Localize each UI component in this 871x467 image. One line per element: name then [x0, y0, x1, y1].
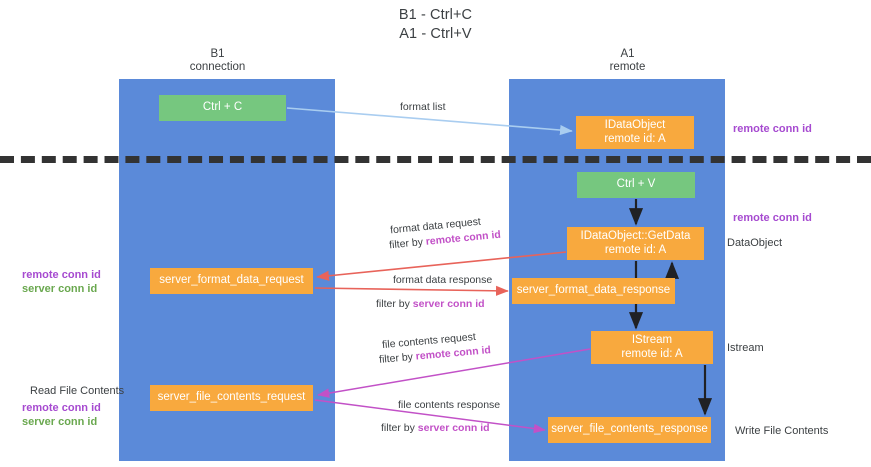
column-header-a1-name: A1	[620, 48, 635, 60]
node-format-data-response-label: server_format_data_response	[516, 284, 671, 297]
column-header-b1-name: B1	[210, 48, 225, 60]
node-idataobject-sub: remote id: A	[604, 132, 666, 145]
node-server-format-data-request[interactable]: server_format_data_request	[150, 268, 313, 294]
node-idataobject-getdata[interactable]: IDataObject::GetData remote id: A	[567, 227, 704, 260]
node-ctrl-v-label: Ctrl + V	[616, 178, 656, 191]
node-getdata-label: IDataObject::GetData	[580, 230, 691, 242]
edge-label-file-contents-response: file contents response	[398, 399, 501, 411]
annotation-left-read-file-contents: Read File Contents	[30, 385, 125, 397]
node-server-format-data-response[interactable]: server_format_data_response	[512, 278, 675, 304]
node-istream-sub: remote id: A	[621, 347, 683, 360]
edge-label-format-list: format list	[400, 101, 446, 113]
column-header-a1-sub: remote	[609, 61, 646, 73]
annotation-right-remote-conn-id-mid: remote conn id	[733, 212, 812, 224]
annotation-right-dataobject: DataObject	[727, 237, 783, 249]
annotation-left-remote-conn-id-bottom: remote conn id	[22, 402, 101, 414]
column-header-a1: A1 remote	[565, 48, 690, 74]
node-file-contents-request-label: server_file_contents_request	[157, 391, 306, 404]
annotation-left-conn-ids-mid: remote conn id server conn id	[22, 268, 101, 296]
title-line-2: A1 - Ctrl+V	[399, 26, 472, 42]
node-istream[interactable]: IStream remote id: A	[591, 331, 713, 364]
column-header-b1: B1 connection	[155, 48, 280, 74]
node-idataobject-label: IDataObject	[604, 119, 666, 131]
node-server-file-contents-request[interactable]: server_file_contents_request	[150, 385, 313, 411]
annotation-left-server-conn-id-bottom: server conn id	[22, 416, 98, 428]
annotation-left-remote-conn-id-mid: remote conn id	[22, 269, 101, 281]
filter-prefix: filter by	[381, 422, 418, 434]
column-header-b1-sub: connection	[189, 61, 246, 73]
node-idataobject[interactable]: IDataObject remote id: A	[576, 116, 694, 149]
annotation-right-istream: Istream	[727, 342, 764, 354]
filter-prefix: filter by	[376, 298, 413, 310]
node-server-file-contents-response[interactable]: server_file_contents_response	[548, 417, 711, 443]
phase-divider	[0, 156, 871, 163]
node-ctrl-v[interactable]: Ctrl + V	[577, 172, 695, 198]
title-line-1: B1 - Ctrl+C	[398, 7, 473, 23]
filter-prefix: filter by	[388, 235, 427, 252]
node-istream-label: IStream	[631, 334, 673, 346]
filter-key-server-conn-id: server conn id	[417, 422, 490, 434]
node-ctrl-c[interactable]: Ctrl + C	[159, 95, 286, 121]
filter-key-server-conn-id: server conn id	[412, 298, 485, 310]
edge-label-format-data-response: format data response	[393, 274, 493, 286]
node-file-contents-response-label: server_file_contents_response	[551, 423, 708, 436]
page-title: B1 - Ctrl+C A1 - Ctrl+V	[0, 6, 871, 44]
annotation-right-write-file-contents: Write File Contents	[735, 425, 829, 437]
edge-label-file-contents-response-filter: filter by server conn id	[381, 422, 490, 435]
node-ctrl-c-label: Ctrl + C	[202, 101, 243, 114]
annotation-left-server-conn-id-mid: server conn id	[22, 283, 98, 295]
annotation-left-conn-ids-bottom: remote conn id server conn id	[22, 401, 101, 429]
node-format-data-request-label: server_format_data_request	[159, 274, 304, 287]
node-getdata-sub: remote id: A	[604, 243, 667, 256]
edge-label-format-data-response-filter: filter by server conn id	[376, 298, 485, 311]
filter-prefix: filter by	[378, 350, 417, 366]
annotation-right-remote-conn-id-top: remote conn id	[733, 123, 812, 135]
